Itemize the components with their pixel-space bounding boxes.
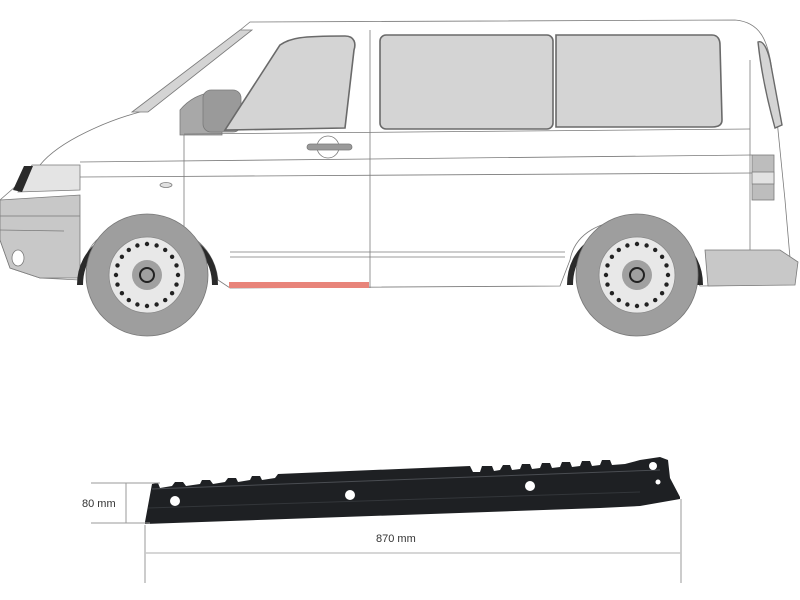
mounting-hole <box>649 462 657 470</box>
windshield <box>130 29 254 113</box>
sliding-door-window <box>379 34 554 130</box>
front-bumper <box>0 194 81 279</box>
fog-light <box>11 249 25 267</box>
rear-side-window <box>555 34 723 128</box>
highlighted-sill-panel <box>229 282 369 288</box>
front-door-window <box>223 35 356 131</box>
door-handle <box>306 143 353 151</box>
sill-part <box>145 457 680 524</box>
mounting-hole <box>170 496 180 506</box>
van-illustration <box>0 19 799 289</box>
dimension-lines <box>91 482 682 583</box>
width-dimension-label: 870 mm <box>376 533 416 545</box>
rear-quarter-window <box>757 41 783 129</box>
mounting-hole <box>655 479 661 485</box>
mounting-hole <box>525 481 535 491</box>
height-dimension-label: 80 mm <box>82 498 116 510</box>
indicator <box>13 166 33 192</box>
sill-part-photo <box>145 457 680 524</box>
rear-wheel <box>567 213 703 337</box>
mounting-hole <box>345 490 355 500</box>
rear-bumper <box>704 249 799 287</box>
front-wheel <box>77 213 218 337</box>
wheel-bolt-dots <box>113 241 671 309</box>
